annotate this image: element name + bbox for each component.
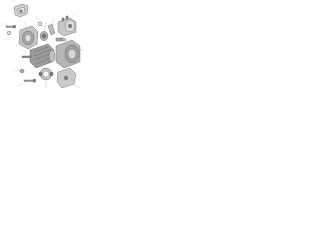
leader-lines: [3, 7, 84, 89]
parts-diagram: [0, 0, 88, 93]
washer: [7, 31, 11, 35]
brush-holder: [38, 67, 54, 81]
armature: [21, 43, 56, 69]
starter-bracket: [13, 3, 29, 18]
yoke-assembly: [55, 39, 81, 69]
rear-cover: [56, 67, 77, 89]
solenoid: [57, 15, 77, 37]
lever: [47, 23, 56, 36]
starter-motor-exploded-view: [3, 3, 84, 89]
plunger: [55, 37, 66, 42]
stopper: [37, 21, 43, 27]
through-bolt: [5, 25, 16, 29]
pinion-gear: [39, 31, 49, 41]
bolt: [23, 79, 36, 83]
front-housing: [18, 25, 39, 50]
